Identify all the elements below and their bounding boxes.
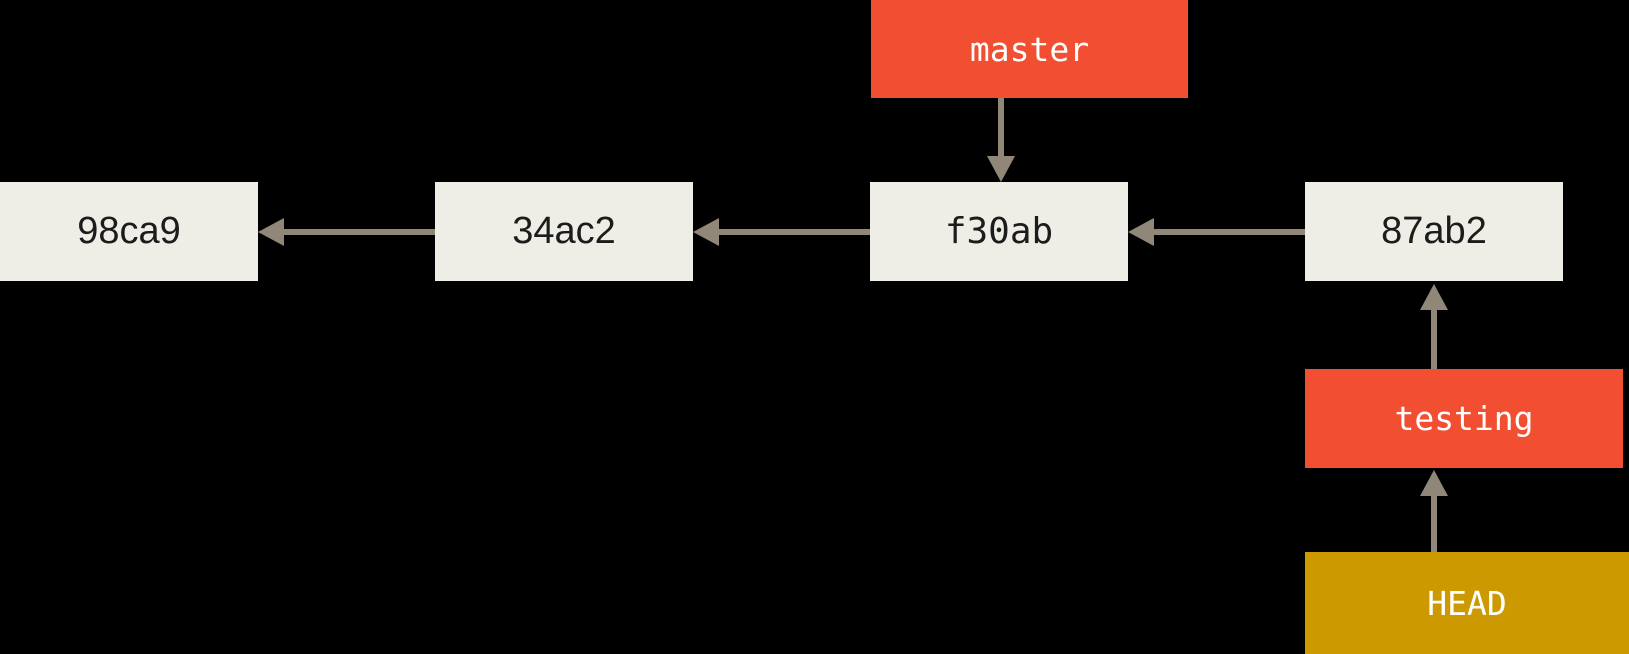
commit-node-87ab2: 87ab2 <box>1305 182 1563 281</box>
commit-node-f30ab: f30ab <box>870 182 1128 281</box>
commit-node-98ca9: 98ca9 <box>0 182 258 281</box>
arrowhead-left-icon <box>1128 218 1154 246</box>
arrowhead-down-icon <box>987 156 1015 182</box>
commit-hash-label: 98ca9 <box>77 210 181 252</box>
branch-name-label: testing <box>1394 399 1534 438</box>
arrow-shaft <box>998 98 1004 158</box>
arrowhead-up-icon <box>1420 470 1448 496</box>
arrow-shaft <box>1153 229 1305 235</box>
branch-label-testing: testing <box>1305 369 1623 468</box>
commit-hash-label: 34ac2 <box>512 210 616 252</box>
branch-name-label: master <box>969 29 1090 69</box>
arrow-shaft <box>1431 308 1437 369</box>
commit-hash-label: 87ab2 <box>1381 210 1487 252</box>
arrowhead-left-icon <box>258 218 284 246</box>
head-name-label: HEAD <box>1427 583 1507 623</box>
arrow-shaft <box>283 229 435 235</box>
head-pointer-label: HEAD <box>1305 552 1629 654</box>
arrow-shaft <box>1431 494 1437 552</box>
commit-hash-label: f30ab <box>944 211 1054 252</box>
arrow-shaft <box>718 229 870 235</box>
branch-label-master: master <box>871 0 1188 98</box>
arrowhead-up-icon <box>1420 284 1448 310</box>
commit-node-34ac2: 34ac2 <box>435 182 693 281</box>
arrowhead-left-icon <box>693 218 719 246</box>
